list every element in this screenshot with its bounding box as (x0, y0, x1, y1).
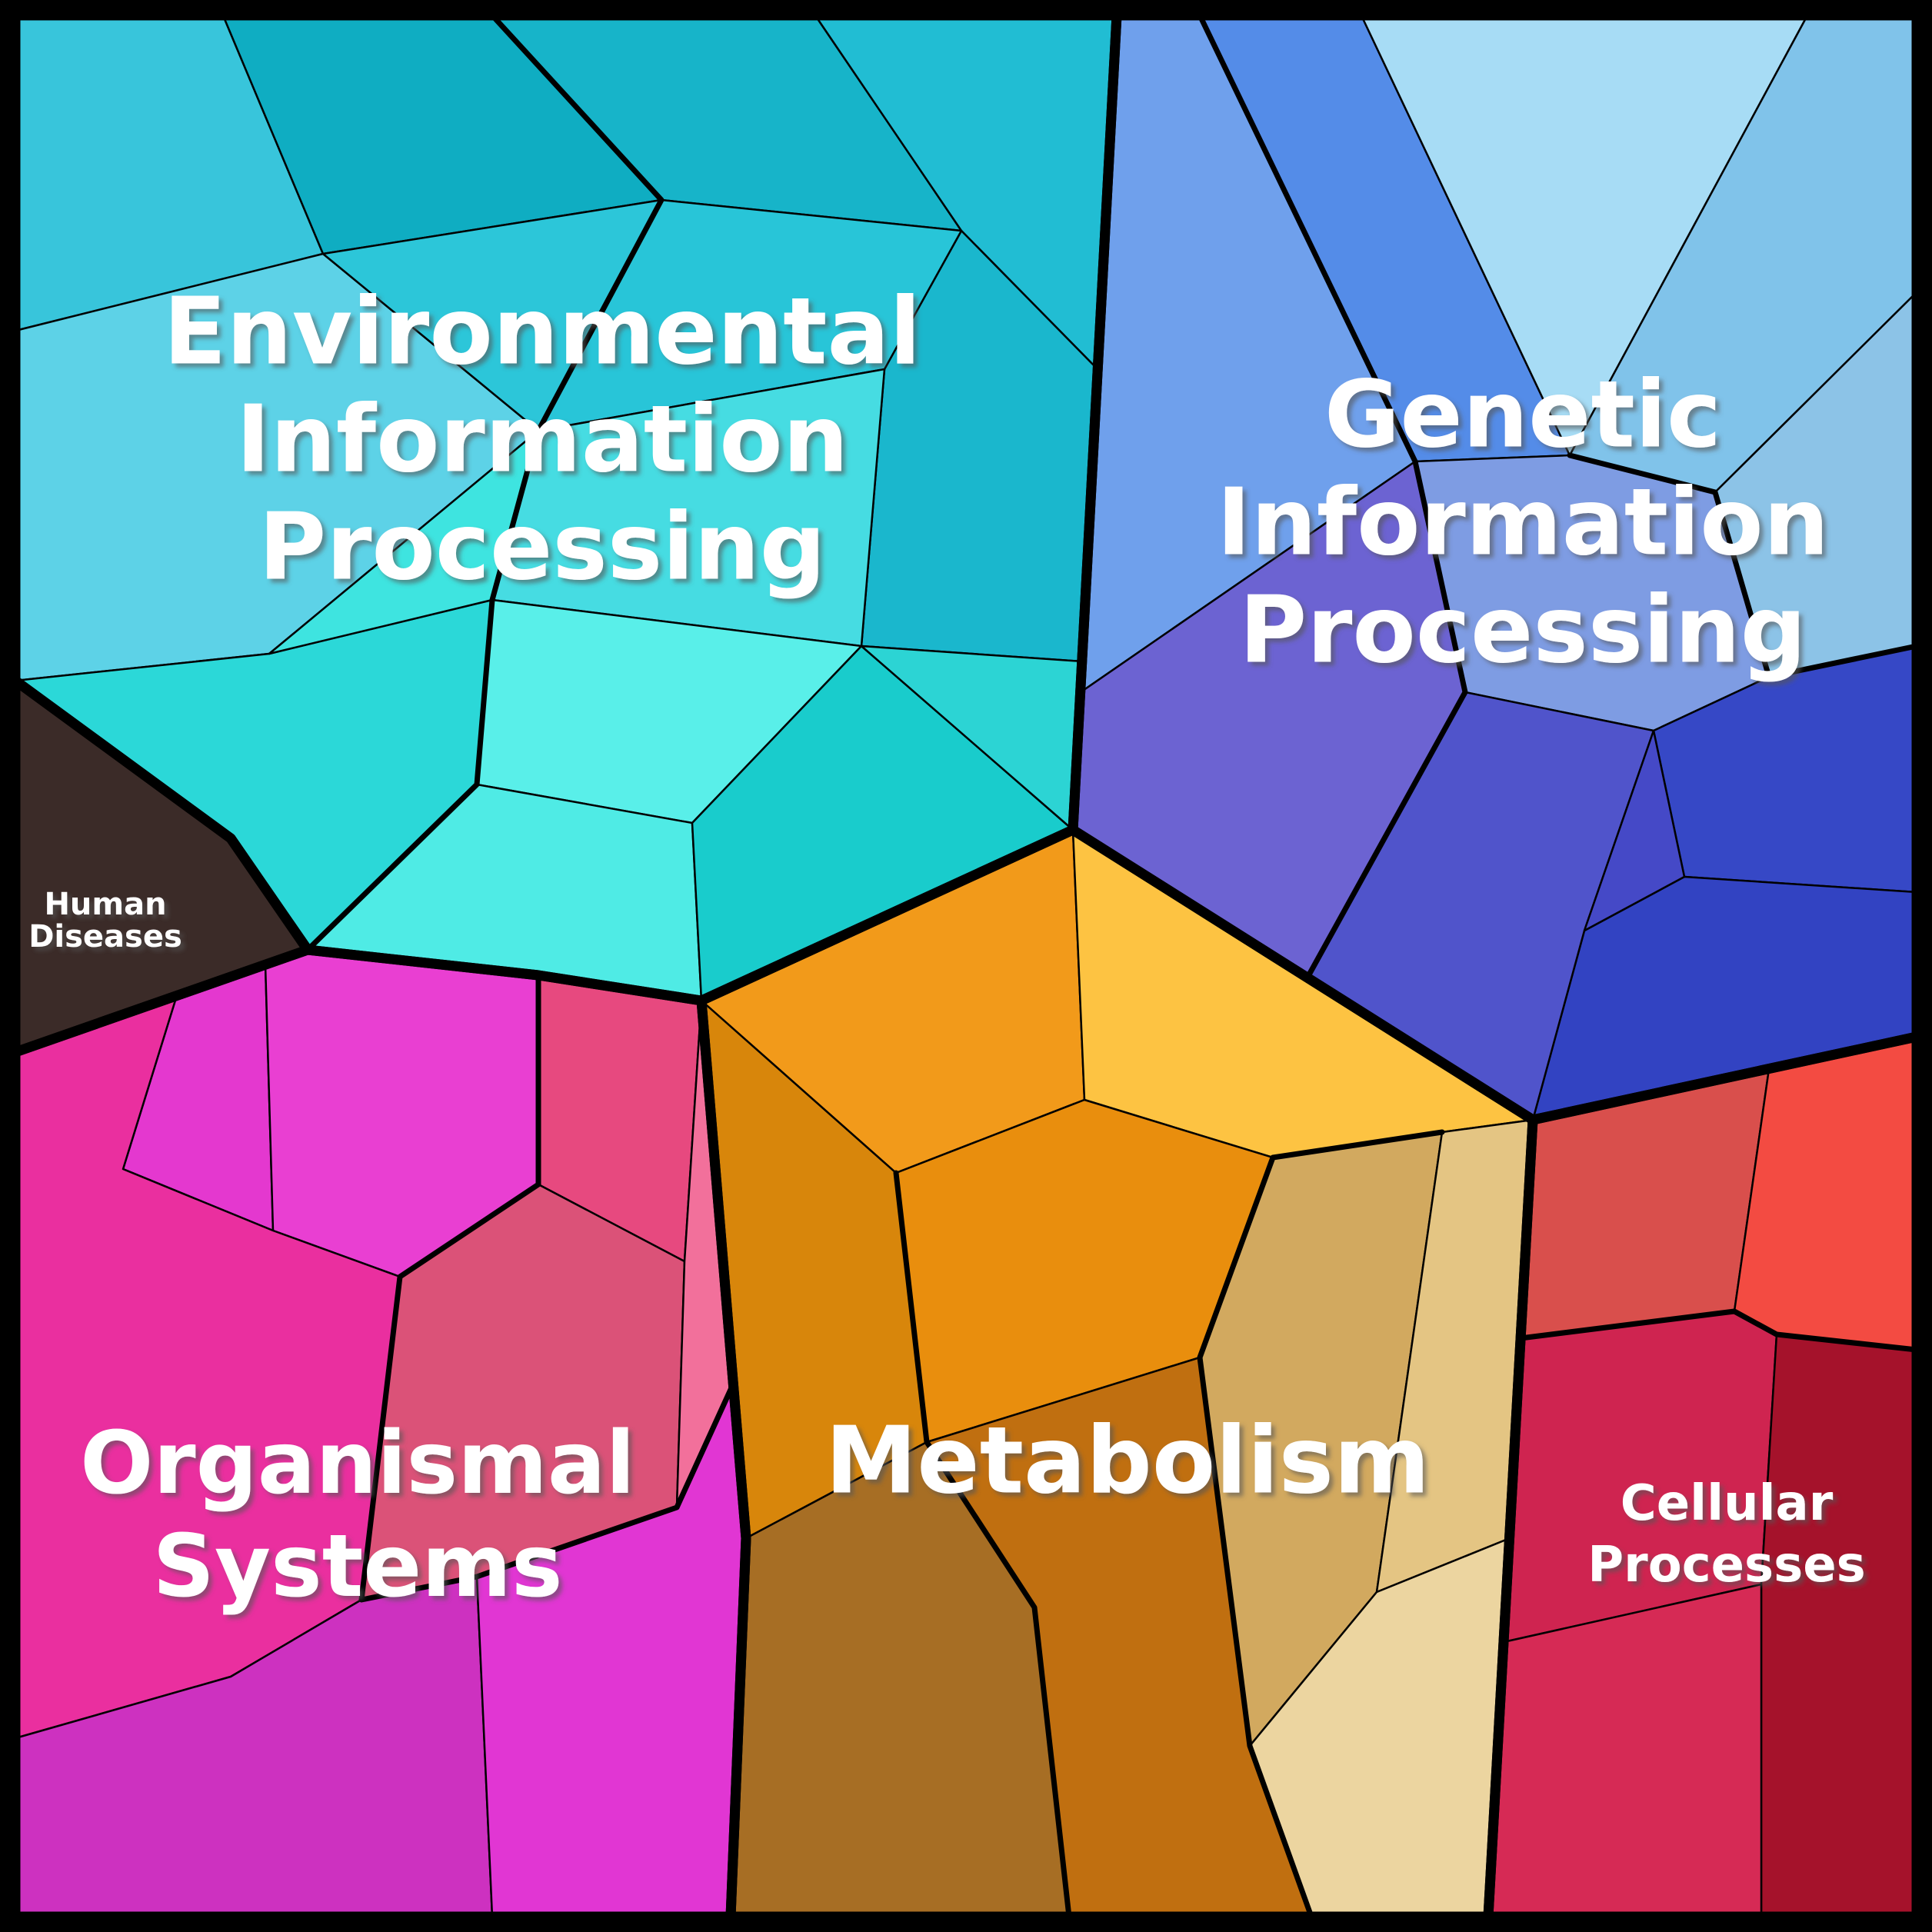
l2-met-b (893, 1170, 1072, 1920)
label-os-line1: Organismal (80, 1414, 635, 1514)
label-os-line2: Systems (152, 1517, 562, 1617)
label-cp-line1: Cellular (1621, 1475, 1834, 1532)
region-environmental-information-processing (14, 14, 1118, 1002)
cell-cp-4 (1760, 1333, 1918, 1918)
label-gip-line1: Genetic (1324, 362, 1721, 469)
cell-gip-11 (1583, 729, 1686, 932)
label-gip-line3: Processing (1239, 578, 1806, 685)
l2-gip-b (1567, 452, 1920, 680)
label-metabolism: Metabolism (825, 1408, 1430, 1515)
label-eip-line3: Processing (258, 495, 825, 601)
label-gip-line2: Information (1217, 470, 1829, 577)
region-organismal-systems (14, 948, 748, 1918)
region-labels: Environmental Information Processing Gen… (28, 279, 1866, 1617)
region-cellular-processes (1487, 1035, 1918, 1918)
label-eip-line1: Environmental (163, 279, 921, 386)
label-eip-line2: Information (236, 387, 848, 494)
label-cp-line2: Processes (1587, 1537, 1865, 1594)
l2-cp (1517, 1308, 1920, 1353)
label-hd-line1: Human (44, 887, 166, 922)
region-genetic-information-processing (1071, 14, 1918, 1121)
label-hd-line2: Diseases (28, 919, 182, 954)
l2-eip (305, 12, 665, 953)
subcategory-borders (305, 12, 1920, 1920)
l2-met-a (1197, 1129, 1445, 1920)
l2-gip-a (1197, 12, 1468, 981)
l2-os (358, 972, 736, 1603)
